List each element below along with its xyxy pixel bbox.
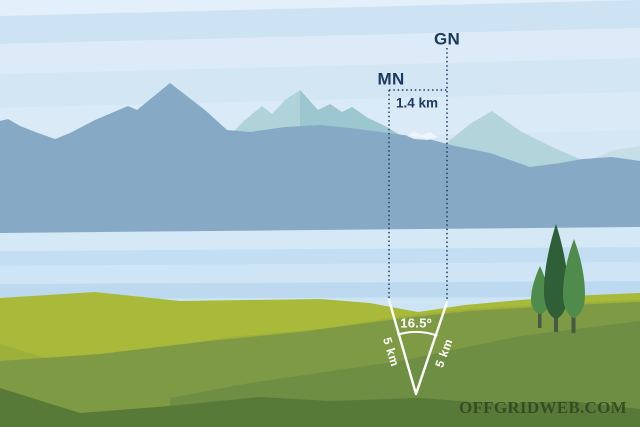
declination-diagram: [387, 48, 449, 396]
snow-patch: [407, 132, 438, 140]
sky-band-1: [0, 0, 640, 44]
offset-distance-label: 1.4 km: [395, 95, 439, 111]
tree-trunk-right: [571, 314, 576, 333]
magnetic-north-label: MN: [377, 69, 405, 89]
tree-small-left: [531, 266, 549, 314]
grid-north-label: GN: [433, 29, 461, 49]
water-stripe-4: [0, 281, 640, 299]
water-stripe-2: [0, 247, 640, 266]
declination-angle-label: 16.5º: [400, 315, 432, 331]
sky-band-2: [0, 28, 640, 74]
tree-tall-center: [544, 224, 568, 319]
tree-right: [563, 239, 585, 318]
mountain-range-front: [0, 83, 640, 236]
tree-group: [531, 224, 585, 333]
tree-trunk-left: [538, 309, 542, 328]
water-stripe-3: [0, 262, 640, 284]
watermark: OFFGRIDWEB.COM: [458, 398, 627, 417]
tree-trunk-tall: [554, 315, 558, 332]
angle-arc: [397, 331, 438, 337]
hill-darkest: [0, 388, 640, 427]
angle-legs-line: [387, 298, 449, 396]
water-stripe-1: [0, 227, 640, 251]
